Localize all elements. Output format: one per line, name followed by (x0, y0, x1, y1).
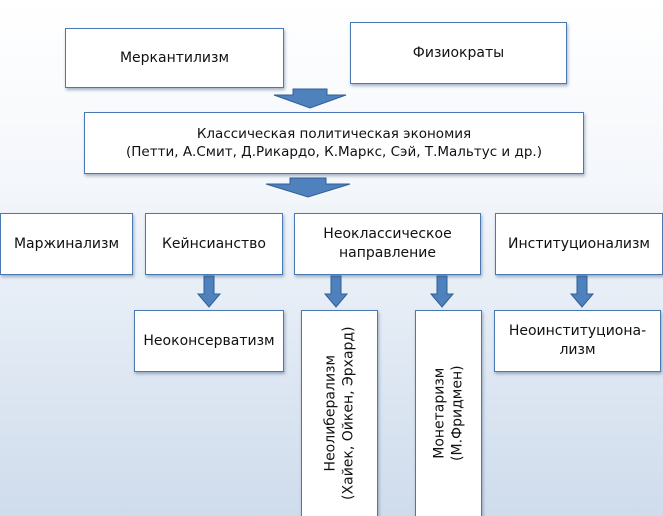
neoliberalism-authors: (Хайек, Ойкен, Эрхард) (340, 326, 357, 501)
classical-authors: (Петти, А.Смит, Д.Рикардо, К.Маркс, Сэй,… (126, 144, 542, 160)
wide-arrow-1 (273, 88, 347, 109)
neoconservatism-label: Неоконсерватизм (143, 332, 275, 349)
neoinstitutionalism-box: Неоинституциона- лизм (494, 310, 661, 372)
neoconservatism-box: Неоконсерватизм (134, 310, 284, 372)
keynesianism-label: Кейнсианство (161, 235, 266, 252)
neoliberalism-label: Неолиберализм (322, 355, 339, 472)
classical-economy-box: Классическая политическая экономия (Петт… (84, 112, 584, 174)
keynesianism-box: Кейнсианство (145, 213, 283, 275)
arrow-keynes-neoconservatism (196, 275, 222, 308)
arrow-neoclassical-neoliberalism (323, 275, 349, 308)
monetarism-box: Монетаризм (М.Фридмен) (415, 310, 482, 516)
neoinstitutionalism-label-2: лизм (559, 342, 596, 358)
neoclassical-box: Неоклассическое направление (294, 213, 481, 275)
institutionalism-box: Институционализм (495, 213, 663, 275)
wide-arrow-2 (265, 177, 351, 198)
institutionalism-label: Институционализм (508, 235, 650, 252)
physiocrats-box: Физиократы (350, 22, 567, 84)
mercantilism-box: Меркантилизм (65, 28, 284, 88)
mercantilism-label: Меркантилизм (119, 49, 230, 66)
marginalism-box: Маржинализм (0, 213, 133, 275)
neoclassical-label-2: направление (338, 245, 437, 261)
neoclassical-label-1: Неоклассическое (323, 226, 452, 243)
neoliberalism-text: Неолиберализм (Хайек, Ойкен, Эрхард) (321, 327, 357, 501)
arrow-neoclassical-monetarism (429, 275, 455, 308)
arrow-institutionalism-neoinstitutionalism (569, 275, 595, 308)
neoliberalism-box: Неолиберализм (Хайек, Ойкен, Эрхард) (301, 310, 378, 516)
marginalism-label: Маржинализм (13, 235, 120, 252)
monetarism-text: Монетаризм (М.Фридмен) (430, 366, 466, 462)
classical-title: Классическая политическая экономия (196, 125, 472, 142)
monetarism-label: Монетаризм (431, 367, 448, 460)
monetarism-authors: (М.Фридмен) (449, 365, 466, 462)
neoinstitutionalism-label-1: Неоинституциона- (508, 323, 647, 340)
physiocrats-label: Физиократы (412, 44, 505, 61)
